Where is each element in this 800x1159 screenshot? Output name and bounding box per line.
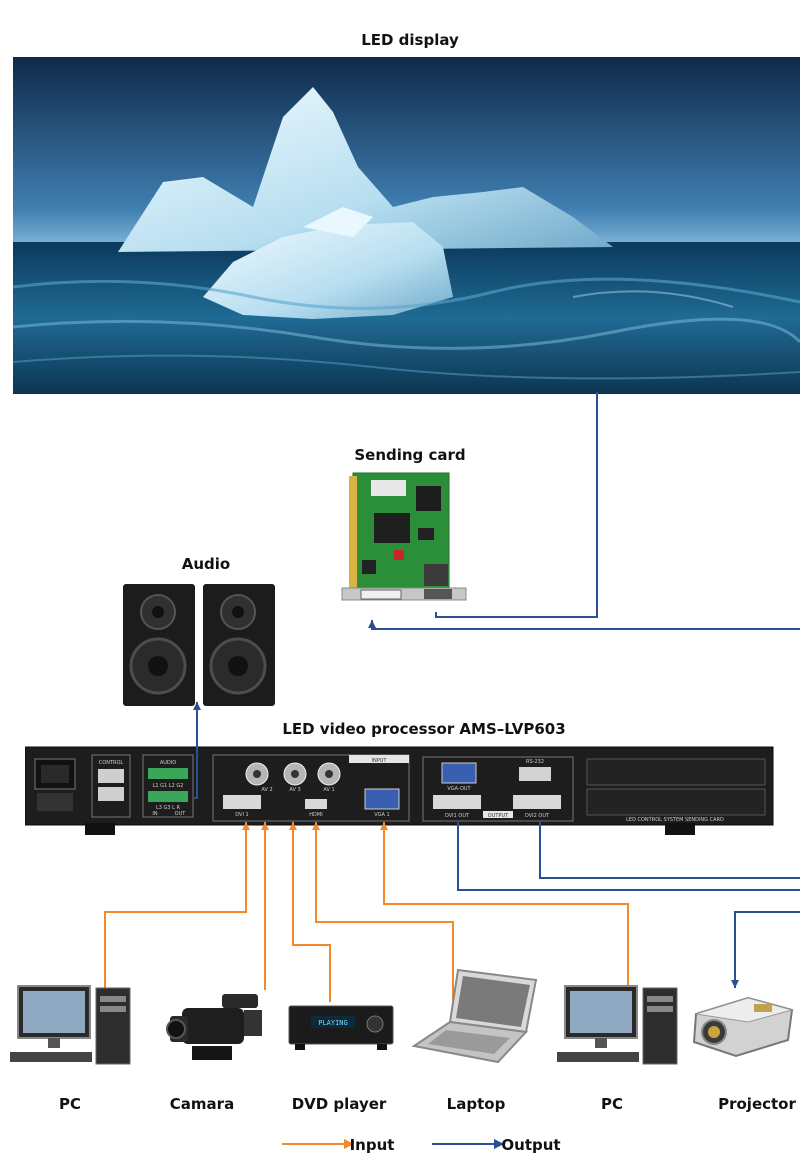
sending-card xyxy=(341,472,467,601)
speakers xyxy=(123,584,275,706)
vga1-label: VGA 1 xyxy=(374,812,390,818)
audio-port-label: AUDIO xyxy=(160,760,176,766)
video-processor: CONTROL AUDIO L1 G1 L2 G2 L3 G3 L R IN O… xyxy=(25,746,774,835)
av1-label: AV 1 xyxy=(323,787,334,793)
wire-processor-to-card-arrowhead xyxy=(368,620,376,628)
legend-input-label: Input xyxy=(349,1136,395,1154)
pc-right-icon xyxy=(557,985,678,1065)
dvi1-label: DVI 1 xyxy=(235,812,248,818)
dvi1-out-label: DVI1 OUT xyxy=(445,813,470,819)
sending-card-title: Sending card xyxy=(354,446,466,464)
laptop-icon xyxy=(411,968,538,1064)
rs232-label: RS-232 xyxy=(526,759,544,765)
legend-output-label: Output xyxy=(501,1136,561,1154)
camera-icon xyxy=(166,994,262,1060)
wire-pc-right-arrowhead xyxy=(380,822,388,830)
wire-laptop-arrowhead xyxy=(312,822,320,830)
control-label: CONTROL xyxy=(99,760,124,766)
av3-label: AV 3 xyxy=(289,787,300,793)
wire-pc-left xyxy=(104,822,247,990)
device-label-projector: Projector xyxy=(718,1095,796,1113)
wire-dvi2-out xyxy=(539,822,800,879)
legend-input-arrow xyxy=(282,1139,354,1149)
device-label-dvd: DVD player xyxy=(291,1095,387,1113)
pc-left-icon xyxy=(10,985,131,1065)
wire-dvd-arrowhead xyxy=(289,822,297,830)
dvd-player-icon: PLAYING xyxy=(288,1005,394,1050)
device-label-pc-left: PC xyxy=(58,1095,82,1113)
audio-ports-top: L1 G1 L2 G2 xyxy=(153,783,184,789)
device-label-camera: Camara xyxy=(169,1095,235,1113)
wire-dvd xyxy=(292,822,331,1002)
wire-camera-arrowhead xyxy=(261,822,269,830)
av2-label: AV 2 xyxy=(261,787,272,793)
led-display-screen xyxy=(13,57,800,394)
audio-ports-bottom: L3 G3 L R xyxy=(156,805,181,811)
audio-out-label: OUT xyxy=(175,811,187,817)
wire-processor-to-card xyxy=(371,620,800,630)
input-label: INPUT xyxy=(372,758,388,764)
hdmi-label: HDMI xyxy=(309,812,322,818)
dvd-display-text: PLAYING xyxy=(318,1019,348,1027)
device-label-pc-right: PC xyxy=(600,1095,624,1113)
output-panel-label: OUTPUT xyxy=(488,813,509,819)
wire-projector xyxy=(734,911,800,988)
wire-laptop xyxy=(315,822,454,1008)
wire-card-to-display xyxy=(435,392,598,618)
led-display-title: LED display xyxy=(361,31,459,49)
wire-projector-arrowhead xyxy=(731,980,739,988)
wire-dvi1-out xyxy=(457,822,800,891)
vga-out-label: VGA-OUT xyxy=(447,786,471,792)
wire-pc-left-arrowhead xyxy=(242,822,250,830)
wire-processor-to-speakers xyxy=(193,702,198,799)
audio-title: Audio xyxy=(181,555,231,573)
audio-in-label: IN xyxy=(152,811,157,817)
legend-output-arrow xyxy=(432,1139,504,1149)
projector-icon xyxy=(692,996,794,1058)
dvi2-out-label: DVI2 OUT xyxy=(525,813,550,819)
card-slot-label: LED CONTROL SYSTEM SENDING CARD xyxy=(626,817,724,823)
wire-processor-to-speakers-arrowhead xyxy=(193,702,201,710)
wire-pc-right xyxy=(383,822,629,992)
processor-title: LED video processor AMS–LVP603 xyxy=(282,720,566,738)
device-label-laptop: Laptop xyxy=(446,1095,506,1113)
